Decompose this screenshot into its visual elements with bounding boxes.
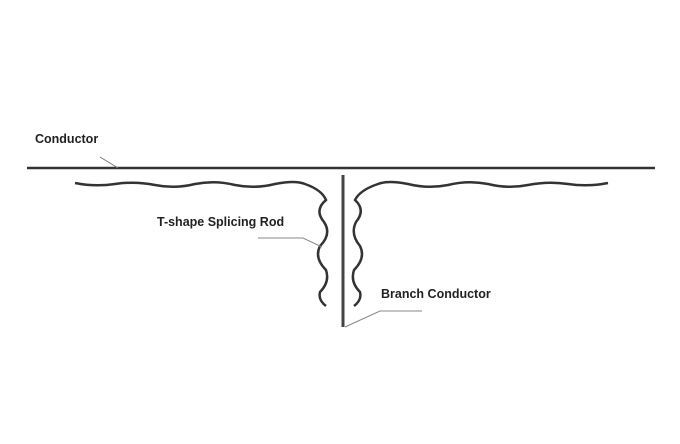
splicing-rod-left [74, 180, 329, 307]
branch-conductor-label: Branch Conductor [381, 287, 491, 301]
conductor-leader [99, 156, 119, 169]
conductor-label: Conductor [35, 132, 99, 146]
branch-conductor-leader [344, 310, 422, 328]
splicing-rod-right [351, 180, 609, 307]
splicing-rod-label: T-shape Splicing Rod [157, 215, 285, 229]
splicing-rod-leader [258, 237, 323, 248]
